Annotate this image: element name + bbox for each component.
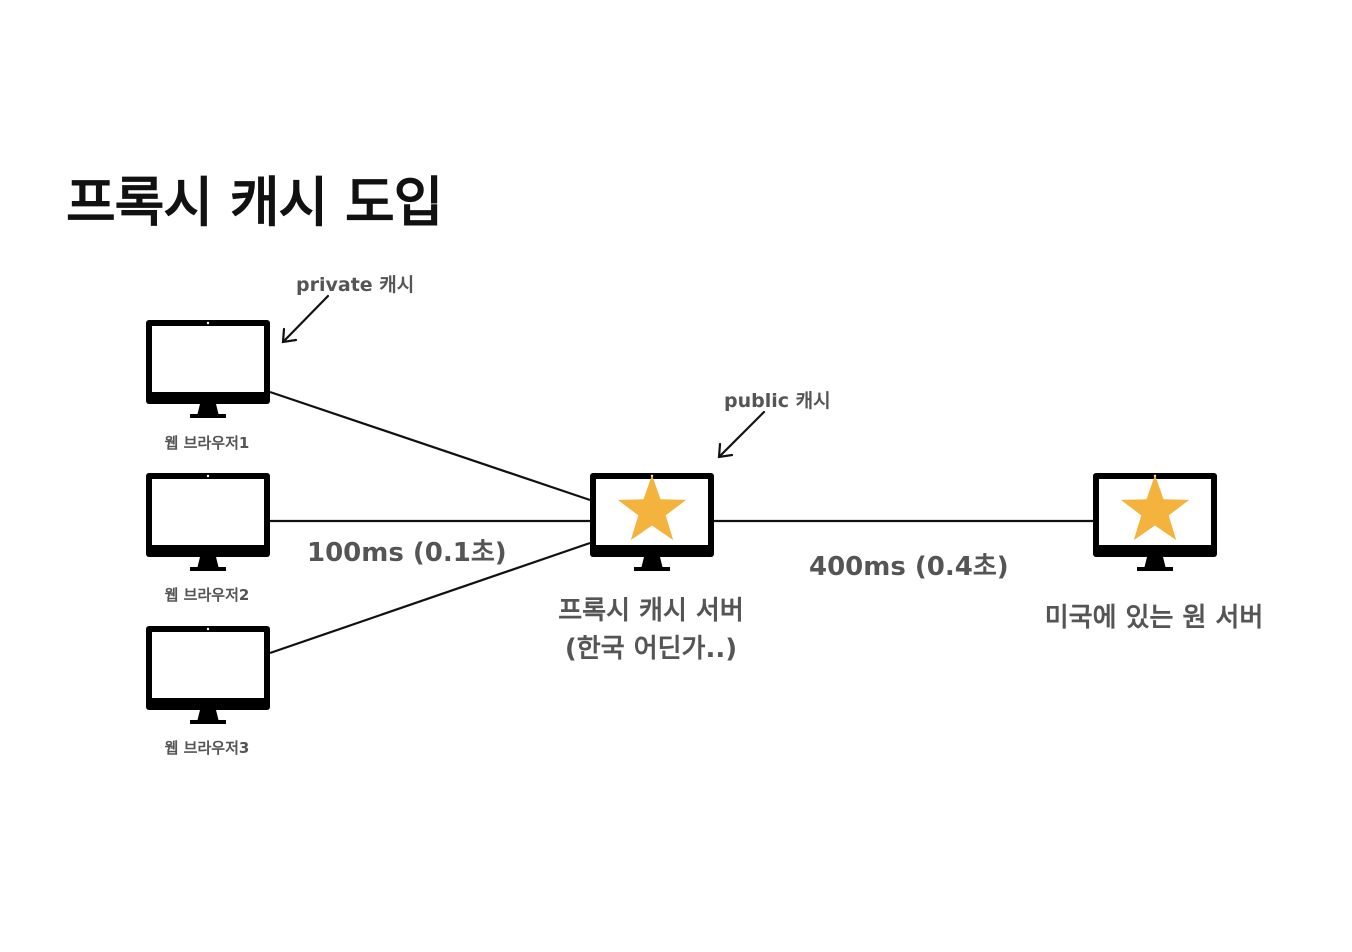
browser3-label: 웹 브라우저3 bbox=[164, 739, 250, 757]
page-title: 프록시 캐시 도입 bbox=[66, 171, 443, 234]
proxy-server-label: 프록시 캐시 서버 bbox=[558, 596, 744, 626]
public-cache-label: public 캐시 bbox=[724, 390, 831, 412]
private-cache-label: private 캐시 bbox=[296, 274, 415, 296]
origin-server-monitor-icon bbox=[1093, 473, 1217, 571]
browser1-monitor-icon bbox=[146, 320, 270, 418]
link-browser3-proxy bbox=[269, 541, 591, 655]
public-cache-arrow-icon bbox=[717, 410, 766, 459]
link-browser1-proxy bbox=[269, 390, 591, 502]
latency-browser-proxy: 100ms (0.1초) bbox=[307, 538, 507, 568]
browser3-monitor-icon bbox=[146, 626, 270, 724]
origin-server-label: 미국에 있는 원 서버 bbox=[1044, 603, 1264, 633]
browser1-label: 웹 브라우저1 bbox=[164, 434, 250, 452]
browser2-label: 웹 브라우저2 bbox=[164, 586, 250, 604]
latency-proxy-origin: 400ms (0.4초) bbox=[809, 552, 1009, 582]
proxy-server-location: (한국 어딘가..) bbox=[564, 634, 738, 664]
proxy-server-monitor-icon bbox=[590, 473, 714, 571]
browser2-monitor-icon bbox=[146, 473, 270, 571]
private-cache-arrow-icon bbox=[281, 294, 330, 344]
